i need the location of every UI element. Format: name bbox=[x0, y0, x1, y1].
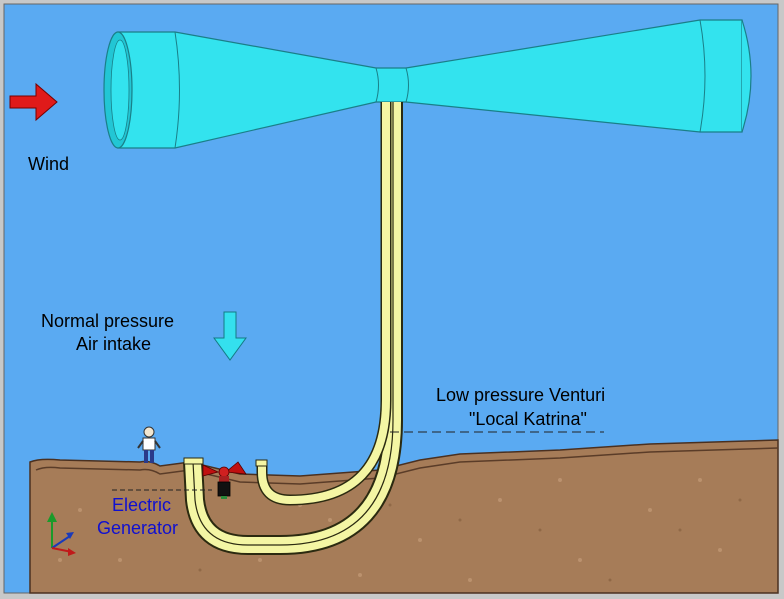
wind-arrow-icon bbox=[9, 82, 58, 122]
intake-arrow-icon bbox=[213, 311, 247, 361]
wind-label: Wind bbox=[28, 154, 70, 174]
intake-label-line1: Normal pressure bbox=[41, 311, 175, 331]
generator-label-line1: Electric bbox=[112, 495, 172, 515]
turbine-icon bbox=[202, 461, 247, 499]
venturi-pipe bbox=[183, 102, 403, 555]
venturi-tube bbox=[103, 19, 752, 149]
venturi-label-line1: Low pressure Venturi bbox=[436, 385, 606, 405]
person-icon bbox=[137, 426, 161, 463]
intake-label-line2: Air intake bbox=[76, 334, 152, 354]
venturi-label-line2: "Local Katrina" bbox=[469, 409, 587, 429]
generator-label-line2: Generator bbox=[97, 518, 179, 538]
axes-icon bbox=[47, 512, 76, 556]
